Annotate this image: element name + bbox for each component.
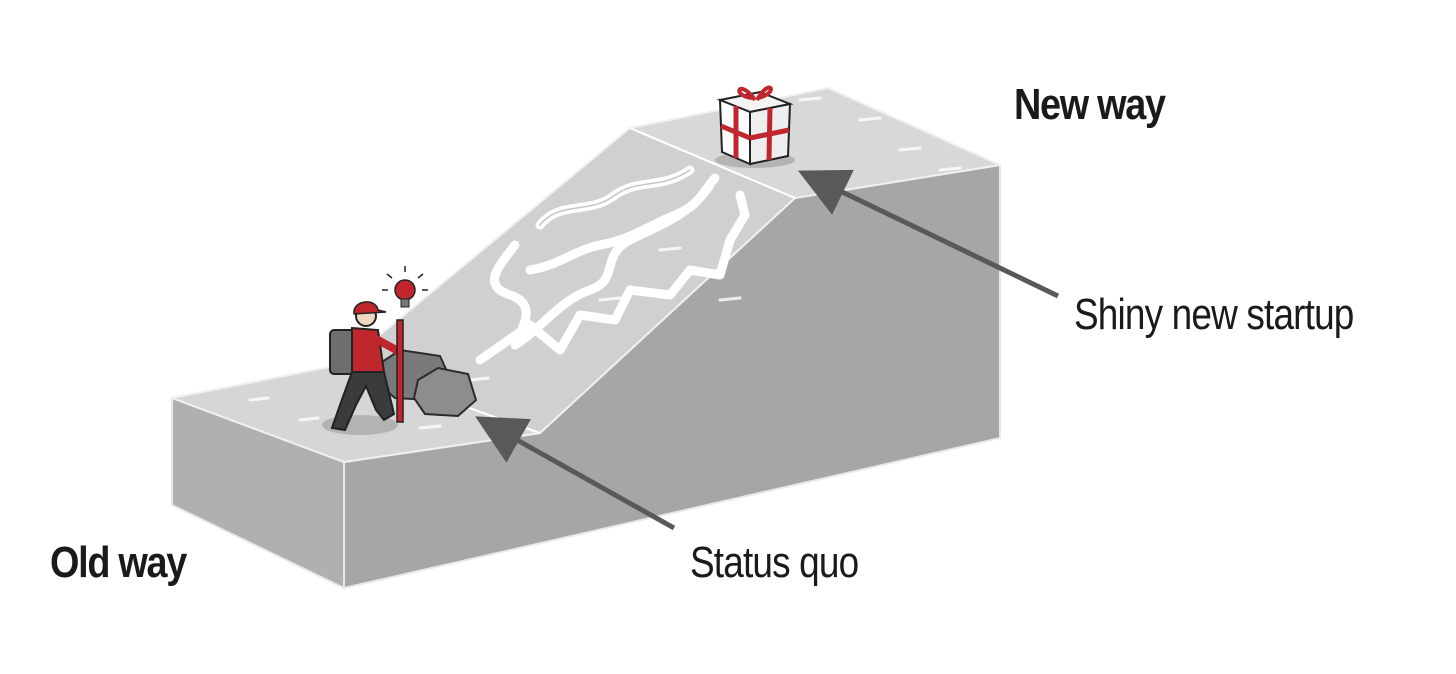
old-way-label: Old way [50, 538, 187, 587]
winding-paths [475, 165, 750, 365]
shiny-new-startup-label: Shiny new startup [1074, 290, 1354, 339]
surface-texture [248, 96, 962, 430]
gift-box-icon [715, 85, 795, 168]
status-quo-arrow [475, 416, 676, 531]
startup-arrow [797, 169, 1060, 299]
lightbulb-icon [382, 266, 428, 308]
slope-top-seam [629, 127, 796, 199]
hiker-figure [322, 301, 404, 435]
status-quo-label: Status quo [690, 538, 859, 587]
new-way-label: New way [1014, 80, 1166, 129]
